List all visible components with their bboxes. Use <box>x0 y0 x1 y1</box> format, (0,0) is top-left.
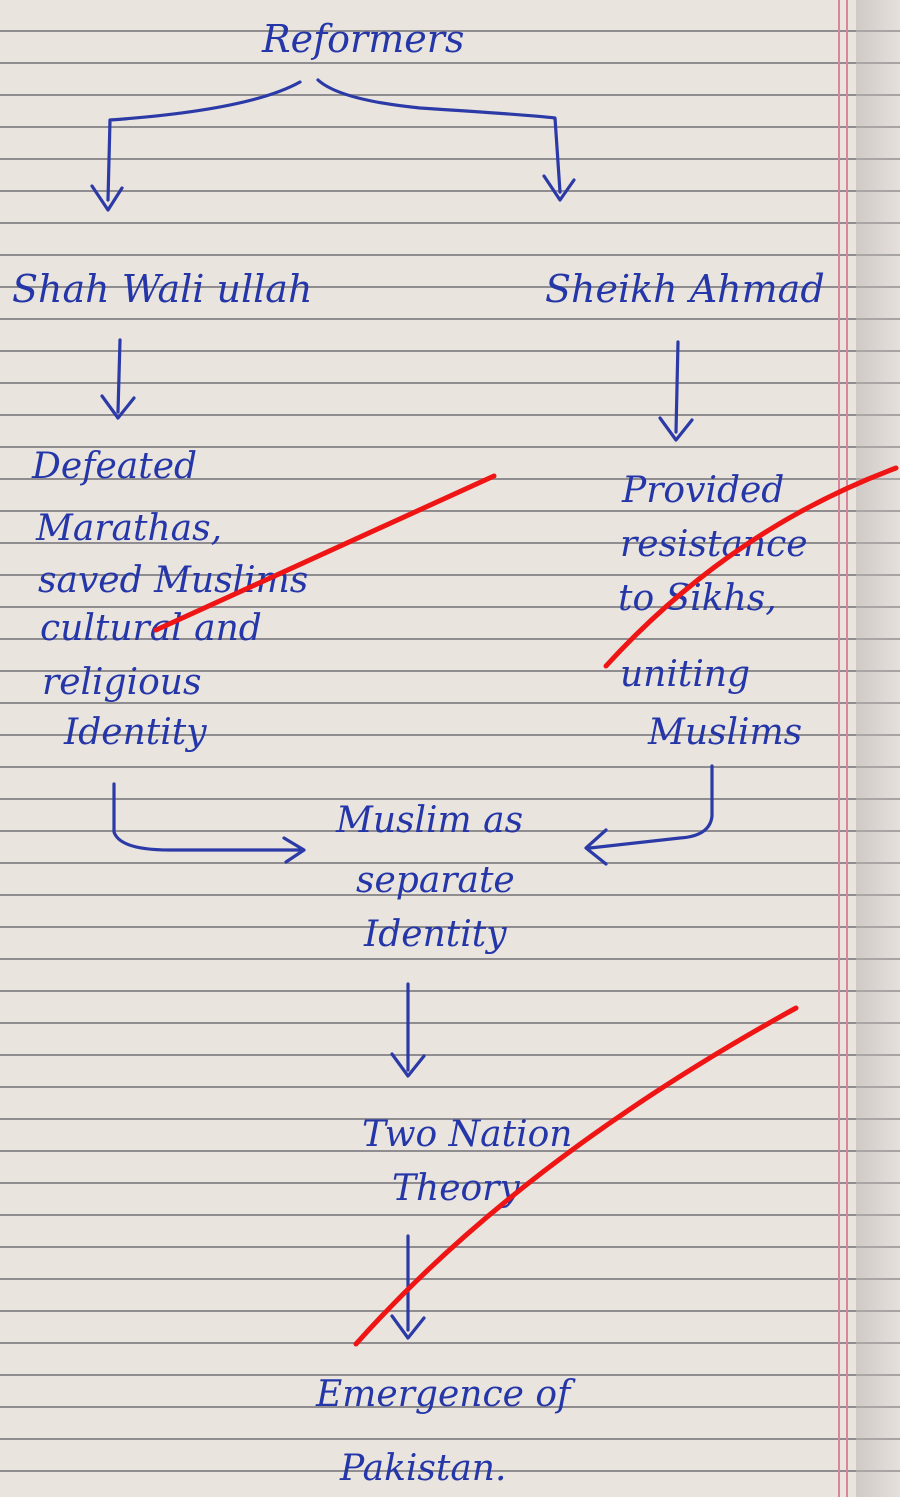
left-desc-line: Marathas, <box>35 508 222 549</box>
theory-down-arrow <box>390 1234 426 1340</box>
merge-line: separate <box>356 860 515 901</box>
left-merge-arrow <box>112 782 306 864</box>
right-desc-line: Muslims <box>647 712 802 753</box>
right-reformer-name: Sheikh Ahmad <box>545 267 825 311</box>
merge-down-arrow <box>390 982 426 1078</box>
strike-mark-left <box>153 473 497 633</box>
left-description: Defeated Marathas, saved Muslims cultura… <box>31 446 308 753</box>
strike-mark-bottom <box>353 1005 799 1347</box>
margin-line-right <box>846 0 848 1497</box>
branch-right-arrow <box>316 78 576 202</box>
right-desc-line: to Sikhs, <box>618 578 777 619</box>
merge-node: Muslim as separate Identity <box>335 800 523 955</box>
margin-line-left <box>838 0 840 1497</box>
result-node: Emergence of Pakistan. <box>315 1374 576 1489</box>
next-page-edge <box>856 0 900 1497</box>
strike-mark-right <box>603 465 899 669</box>
root-node: Reformers <box>261 17 464 61</box>
branch-left-arrow <box>90 80 302 212</box>
right-desc-line: Provided <box>621 470 784 511</box>
left-desc-line: Defeated <box>31 446 197 487</box>
left-desc-line: religious <box>42 662 201 703</box>
result-line: Pakistan. <box>339 1448 506 1489</box>
right-merge-arrow <box>584 764 714 866</box>
right-desc-line: uniting <box>620 654 750 695</box>
left-down-arrow <box>100 338 136 420</box>
left-desc-line: cultural and <box>40 608 262 649</box>
right-description: Provided resistance to Sikhs, uniting Mu… <box>618 470 808 753</box>
right-desc-line: resistance <box>620 524 808 565</box>
left-reformer-name: Shah Wali ullah <box>12 267 312 311</box>
theory-node: Two Nation Theory <box>362 1114 572 1209</box>
theory-line: Two Nation <box>362 1114 572 1155</box>
theory-line: Theory <box>392 1168 520 1209</box>
merge-line: Identity <box>363 914 507 955</box>
result-line: Emergence of <box>315 1374 576 1415</box>
right-down-arrow <box>658 340 694 442</box>
merge-line: Muslim as <box>335 800 523 841</box>
left-desc-line: Identity <box>63 712 207 753</box>
